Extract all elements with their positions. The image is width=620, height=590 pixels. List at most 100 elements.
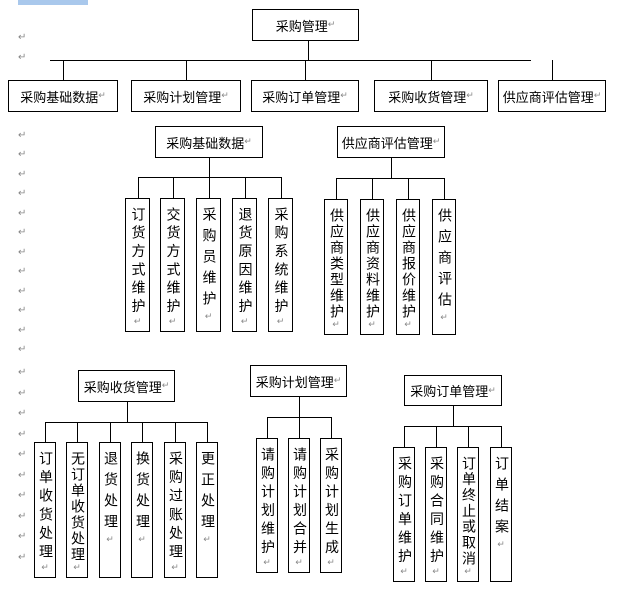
leaf-node-label: 请购计划合并	[291, 447, 307, 558]
connector-line	[186, 60, 187, 80]
paragraph-mark: ↵	[18, 149, 27, 160]
connector-line	[175, 422, 176, 442]
leaf-node-label: 采购系统维护	[272, 207, 289, 317]
paragraph-mark: ↵	[400, 567, 408, 577]
leaf-node-label: 无订单收货处理	[69, 451, 85, 563]
connector-line	[331, 417, 332, 438]
leaf-node-label: 供应商资料维护	[364, 208, 380, 320]
leaf-node-box: 采购合同维护↵	[425, 447, 447, 582]
paragraph-mark: ↵	[327, 20, 336, 30]
connector-line	[336, 178, 337, 199]
leaf-node-box: 订单收货处理↵	[34, 442, 56, 578]
connector-line	[45, 422, 46, 442]
connector-line	[408, 178, 409, 199]
connector-line	[142, 422, 143, 442]
leaf-node-box: 采购订单维护↵	[393, 447, 415, 582]
leaf-node-label: 采购订单维护	[396, 456, 412, 567]
paragraph-mark: ↵	[18, 207, 27, 219]
connector-line	[267, 417, 268, 438]
leaf-node-box: 采购计划生成↵	[320, 438, 342, 573]
paragraph-mark: ↵	[18, 246, 27, 258]
paragraph-mark: ↵	[171, 563, 179, 573]
leaf-node-box: 采购系统维护↵	[268, 198, 293, 332]
paragraph-mark: ↵	[18, 367, 27, 378]
node-box: 采购计划管理↵	[131, 80, 241, 112]
paragraph-mark: ↵	[18, 428, 27, 440]
node-box: 采购基础数据↵	[155, 126, 263, 158]
paragraph-mark: ↵	[432, 137, 441, 147]
node-label: 采购计划管理	[255, 375, 334, 391]
connector-line	[77, 422, 78, 442]
paragraph-mark: ↵	[98, 91, 106, 101]
leaf-node-box: 采购员维护↵	[196, 198, 221, 332]
node-label: 采购基础数据	[20, 90, 99, 106]
paragraph-mark: ↵	[368, 320, 376, 330]
paragraph-mark: ↵	[18, 129, 27, 141]
node-box: 采购收货管理↵	[374, 80, 488, 112]
connector-line	[444, 178, 445, 199]
node-label: 采购计划管理	[143, 90, 222, 106]
node-label: 采购收货管理	[83, 380, 162, 396]
paragraph-mark: ↵	[18, 305, 27, 316]
connector-line	[404, 426, 502, 427]
leaf-node-box: 订单结案↵	[490, 447, 512, 582]
leaf-node-label: 采购合同维护	[428, 456, 444, 567]
node-label: 供应商评估管理	[341, 136, 433, 152]
connector-line	[436, 426, 437, 447]
paragraph-mark: ↵	[18, 344, 27, 355]
paragraph-mark: ↵	[497, 540, 505, 550]
leaf-node-box: 换货处理↵	[131, 442, 153, 578]
paragraph-mark: ↵	[404, 320, 412, 330]
node-box: 供应商评估管理↵	[337, 126, 445, 158]
paragraph-mark: ↵	[221, 91, 229, 101]
leaf-node-label: 采购过账处理	[167, 451, 183, 563]
leaf-node-box: 更正处理↵	[196, 442, 218, 578]
paragraph-mark: ↵	[464, 567, 472, 577]
connector-line	[552, 60, 553, 80]
leaf-node-box: 请购计划合并↵	[288, 438, 310, 573]
node-label: 采购订单管理	[410, 385, 489, 400]
paragraph-mark: ↵	[327, 558, 335, 568]
paragraph-mark: ↵	[593, 91, 602, 101]
leaf-node-label: 采购员维护	[200, 207, 217, 312]
connector-line	[391, 158, 392, 178]
paragraph-mark: ↵	[263, 558, 271, 568]
connector-line	[280, 177, 282, 198]
paragraph-mark: ↵	[18, 551, 27, 563]
connector-line	[110, 422, 111, 442]
paragraph-mark: ↵	[295, 558, 303, 568]
leaf-node-label: 订单收货处理	[37, 451, 53, 563]
node-box: 采购订单管理↵	[404, 375, 502, 406]
connector-line	[308, 40, 309, 61]
paragraph-mark: ↵	[138, 535, 146, 545]
leaf-node-box: 供应商报价维护↵	[396, 199, 420, 335]
connector-line	[336, 178, 445, 179]
leaf-node-label: 交货方式维护	[164, 207, 181, 317]
paragraph-mark: ↵	[18, 387, 27, 399]
connector-line	[453, 406, 454, 426]
leaf-node-box: 退货原因维护↵	[232, 198, 257, 332]
leaf-node-label: 退货处理	[102, 451, 118, 535]
paragraph-mark: ↵	[440, 313, 448, 323]
paragraph-mark: ↵	[18, 168, 27, 180]
leaf-node-box: 无订单收货处理↵	[66, 442, 88, 578]
paragraph-mark: ↵	[41, 563, 49, 573]
leaf-node-label: 换货处理	[134, 451, 150, 535]
paragraph-mark: ↵	[332, 320, 340, 330]
connector-line	[372, 178, 373, 199]
connector-line	[207, 422, 208, 442]
leaf-node-label: 采购计划生成	[323, 447, 339, 558]
connector-line	[63, 60, 64, 80]
leaf-node-label: 供应商评估	[436, 208, 452, 313]
paragraph-mark: ↵	[73, 563, 81, 573]
connector-line	[172, 177, 174, 198]
paragraph-mark: ↵	[18, 490, 27, 501]
connector-line	[126, 402, 128, 422]
leaf-node-box: 采购过账处理↵	[164, 442, 186, 578]
connector-line	[305, 60, 306, 80]
connector-line	[431, 60, 432, 80]
connector-line	[468, 426, 469, 447]
paragraph-mark: ↵	[18, 188, 27, 199]
paragraph-mark: ↵	[18, 531, 27, 542]
node-box: 供应商评估管理↵	[498, 80, 606, 112]
